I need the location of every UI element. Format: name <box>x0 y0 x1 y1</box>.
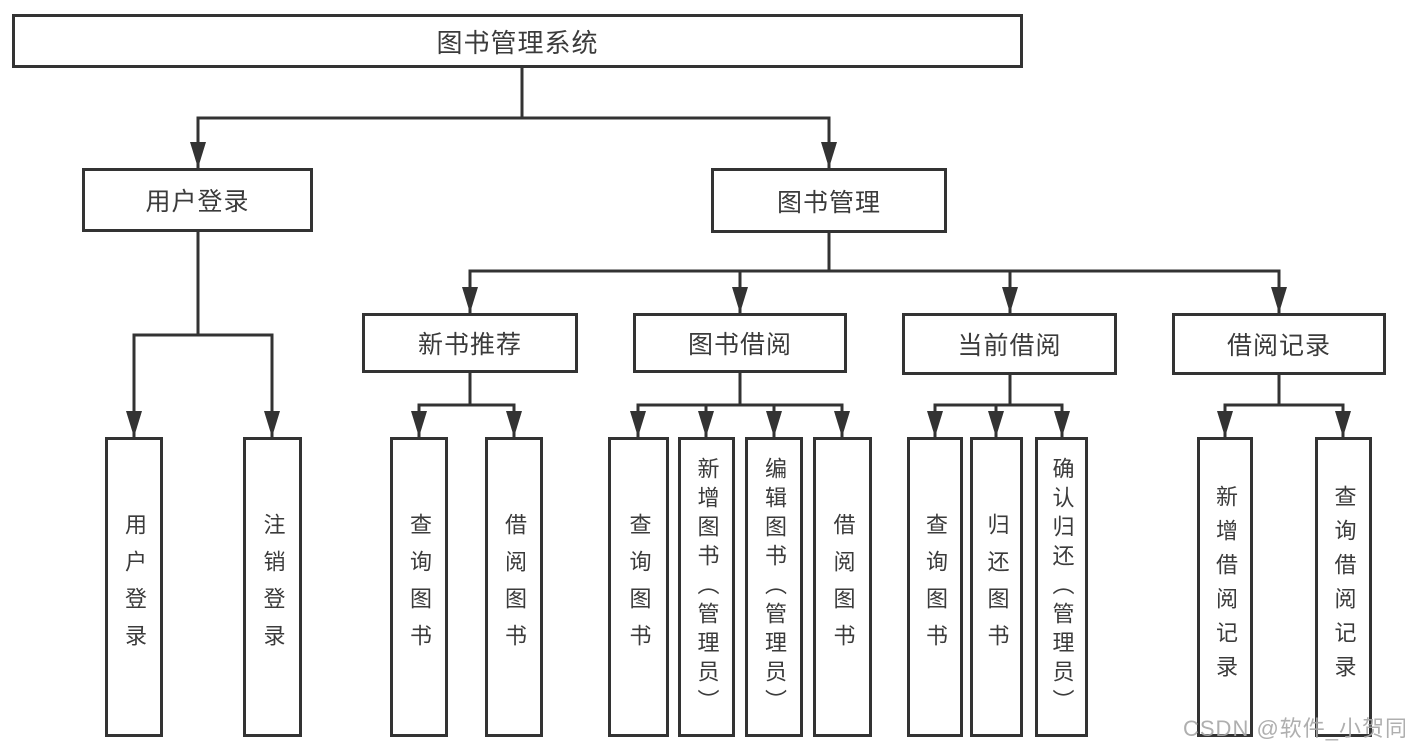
leaf-confirm-return-admin: 确认归还（管理员） <box>1035 437 1088 737</box>
leaf-add-books-admin: 新增图书（管理员） <box>678 437 735 737</box>
leaf-logout: 注销登录 <box>243 437 302 737</box>
node-user-login: 用户登录 <box>82 168 313 232</box>
node-new-book-recommend: 新书推荐 <box>362 313 578 373</box>
node-book-management: 图书管理 <box>711 168 947 233</box>
leaf-edit-books-admin: 编辑图书（管理员） <box>745 437 803 737</box>
leaf-return-books: 归还图书 <box>970 437 1023 737</box>
leaf-borrow-books: 借阅图书 <box>813 437 872 737</box>
node-root-system: 图书管理系统 <box>12 14 1023 68</box>
leaf-add-borrow-record: 新增借阅记录 <box>1197 437 1253 737</box>
leaf-user-login: 用户登录 <box>105 437 163 737</box>
leaf-query-books-current: 查询图书 <box>907 437 963 737</box>
node-current-borrow: 当前借阅 <box>902 313 1117 375</box>
leaf-query-books-borrow: 查询图书 <box>608 437 669 737</box>
leaf-query-books-recommend: 查询图书 <box>390 437 448 737</box>
leaf-borrow-books-recommend: 借阅图书 <box>485 437 543 737</box>
node-book-borrow: 图书借阅 <box>633 313 847 373</box>
node-borrow-records: 借阅记录 <box>1172 313 1386 375</box>
csdn-watermark: CSDN @软件_小贺同学 <box>1183 716 1405 741</box>
leaf-query-borrow-record: 查询借阅记录 <box>1315 437 1372 737</box>
